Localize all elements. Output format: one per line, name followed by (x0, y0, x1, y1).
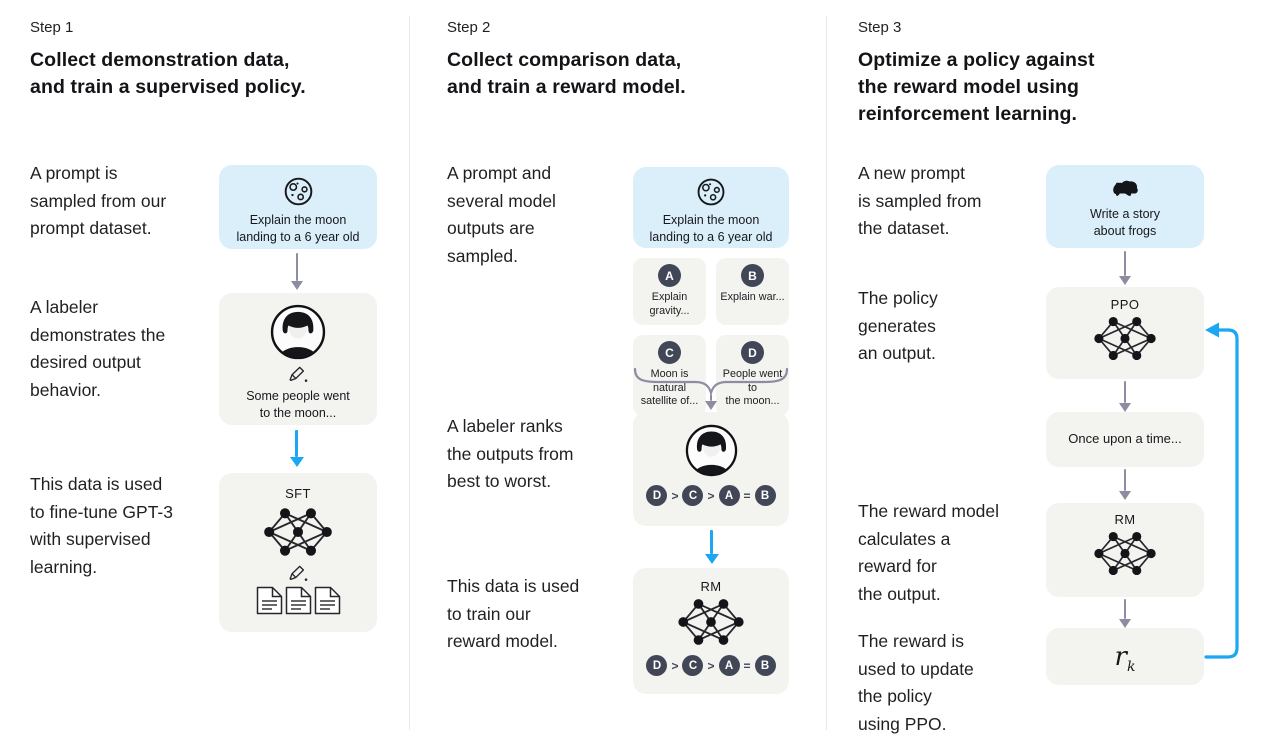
flow-arrow (1124, 599, 1127, 619)
rank-operator: = (743, 488, 751, 503)
caption-labeler-ranks: A labeler ranks the outputs from best to… (447, 416, 574, 491)
answer-letter: B (741, 264, 764, 287)
ranking-row: D > C > A = B (646, 655, 776, 676)
neural-net-icon (264, 508, 332, 556)
caption-train-reward-model: This data is used to train our reward mo… (447, 576, 580, 651)
prompt-text: Explain the moon landing to a 6 year old (236, 213, 360, 244)
rank-operator: > (671, 488, 679, 503)
step-heading: Collect comparison data, and train a rew… (447, 49, 686, 98)
rank-chip: C (682, 655, 704, 676)
flow-arrow (710, 394, 713, 401)
flow-arrow (1124, 251, 1127, 276)
flow-arrow (296, 253, 299, 281)
answer-text: Explain war... (720, 291, 785, 303)
pencil-icon (289, 366, 308, 382)
column-divider (409, 16, 410, 730)
flow-arrow (1124, 381, 1127, 403)
caption-new-prompt: A new prompt is sampled from the dataset… (858, 163, 982, 238)
reward-model-card: RM D > C > A = B (633, 568, 789, 694)
step-heading: Collect demonstration data, and train a … (30, 49, 306, 98)
caption-outputs-sampled: A prompt and several model outputs are s… (447, 163, 556, 266)
labeler-avatar (685, 424, 737, 477)
pencil-icon (289, 565, 308, 581)
reward-value: rk (1114, 641, 1136, 675)
caption-update-policy: The reward is used to update the policy … (858, 631, 974, 734)
documents-icon (256, 586, 341, 615)
caption-prompt-sampled: A prompt is sampled from our prompt data… (30, 163, 167, 238)
rank-chip: B (754, 655, 776, 676)
ppo-policy-card: PPO (1046, 287, 1204, 379)
answer-text: Moon is natural satellite of... (640, 368, 699, 407)
prompt-text: Explain the moon landing to a 6 year old (649, 213, 773, 244)
ranking-row: D > C > A = B (646, 485, 776, 506)
step-label: Step 2 (447, 19, 491, 36)
answer-text: Explain gravity... (649, 291, 690, 317)
model-label: PPO (1110, 297, 1140, 312)
answer-card: A Explain gravity... (633, 258, 706, 325)
prompt-text: Write a story about frogs (1090, 207, 1160, 238)
labeler-card: Some people went to the moon... (219, 293, 377, 425)
neural-net-icon (678, 599, 744, 645)
caption-labeler-demonstrates: A labeler demonstrates the desired outpu… (30, 297, 166, 400)
answer-options: A Explain gravity... B Explain war... C … (633, 258, 789, 416)
answer-text: People went to the moon... (722, 368, 783, 407)
caption-policy-generates: The policy generates an output. (858, 288, 938, 363)
caption-finetune-gpt3: This data is used to fine-tune GPT-3 wit… (30, 474, 173, 577)
prompt-card: Explain the moon landing to a 6 year old (633, 167, 789, 248)
model-label: SFT (285, 486, 311, 501)
prompt-card: Explain the moon landing to a 6 year old (219, 165, 377, 249)
reward-value-card: rk (1046, 628, 1204, 685)
moon-icon (284, 177, 312, 206)
prompt-card: Write a story about frogs (1046, 165, 1204, 248)
moon-icon (697, 178, 725, 206)
answer-letter: C (658, 341, 681, 364)
rank-chip: D (646, 655, 668, 676)
output-text: Once upon a time... (1068, 431, 1182, 447)
answer-card: C Moon is natural satellite of... (633, 335, 706, 416)
rank-operator: = (743, 658, 751, 673)
step-label: Step 3 (858, 19, 902, 36)
answer-card: D People went to the moon... (716, 335, 789, 416)
rank-operator: > (707, 488, 715, 503)
model-label: RM (700, 579, 722, 594)
rank-chip: B (754, 485, 776, 506)
model-label: RM (1114, 512, 1136, 527)
demonstration-text: Some people went to the moon... (246, 389, 350, 420)
rank-chip: D (646, 485, 668, 506)
policy-output-card: Once upon a time... (1046, 412, 1204, 467)
brace-connector (633, 368, 789, 394)
flow-arrow (1124, 469, 1127, 491)
feedback-loop-arrow (1204, 322, 1239, 659)
frog-icon (1113, 180, 1138, 196)
answer-card: B Explain war... (716, 258, 789, 325)
neural-net-icon (1094, 316, 1156, 361)
neural-net-icon (1094, 531, 1156, 576)
labeler-ranking-card: D > C > A = B (633, 412, 789, 526)
answer-letter: D (741, 341, 764, 364)
rank-chip: A (718, 485, 740, 506)
step-label: Step 1 (30, 19, 74, 36)
rank-chip: C (682, 485, 704, 506)
column-divider (826, 16, 827, 730)
caption-reward-calculated: The reward model calculates a reward for… (858, 501, 1000, 604)
rank-operator: > (671, 658, 679, 673)
reward-model-card: RM (1046, 503, 1204, 597)
answer-letter: A (658, 264, 681, 287)
step-heading: Optimize a policy against the reward mod… (858, 49, 1095, 125)
labeler-avatar (270, 304, 326, 360)
rank-chip: A (718, 655, 740, 676)
sft-model-card: SFT (219, 473, 377, 632)
flow-arrow-blue (710, 530, 713, 554)
flow-arrow-blue (295, 430, 298, 457)
rank-operator: > (707, 658, 715, 673)
